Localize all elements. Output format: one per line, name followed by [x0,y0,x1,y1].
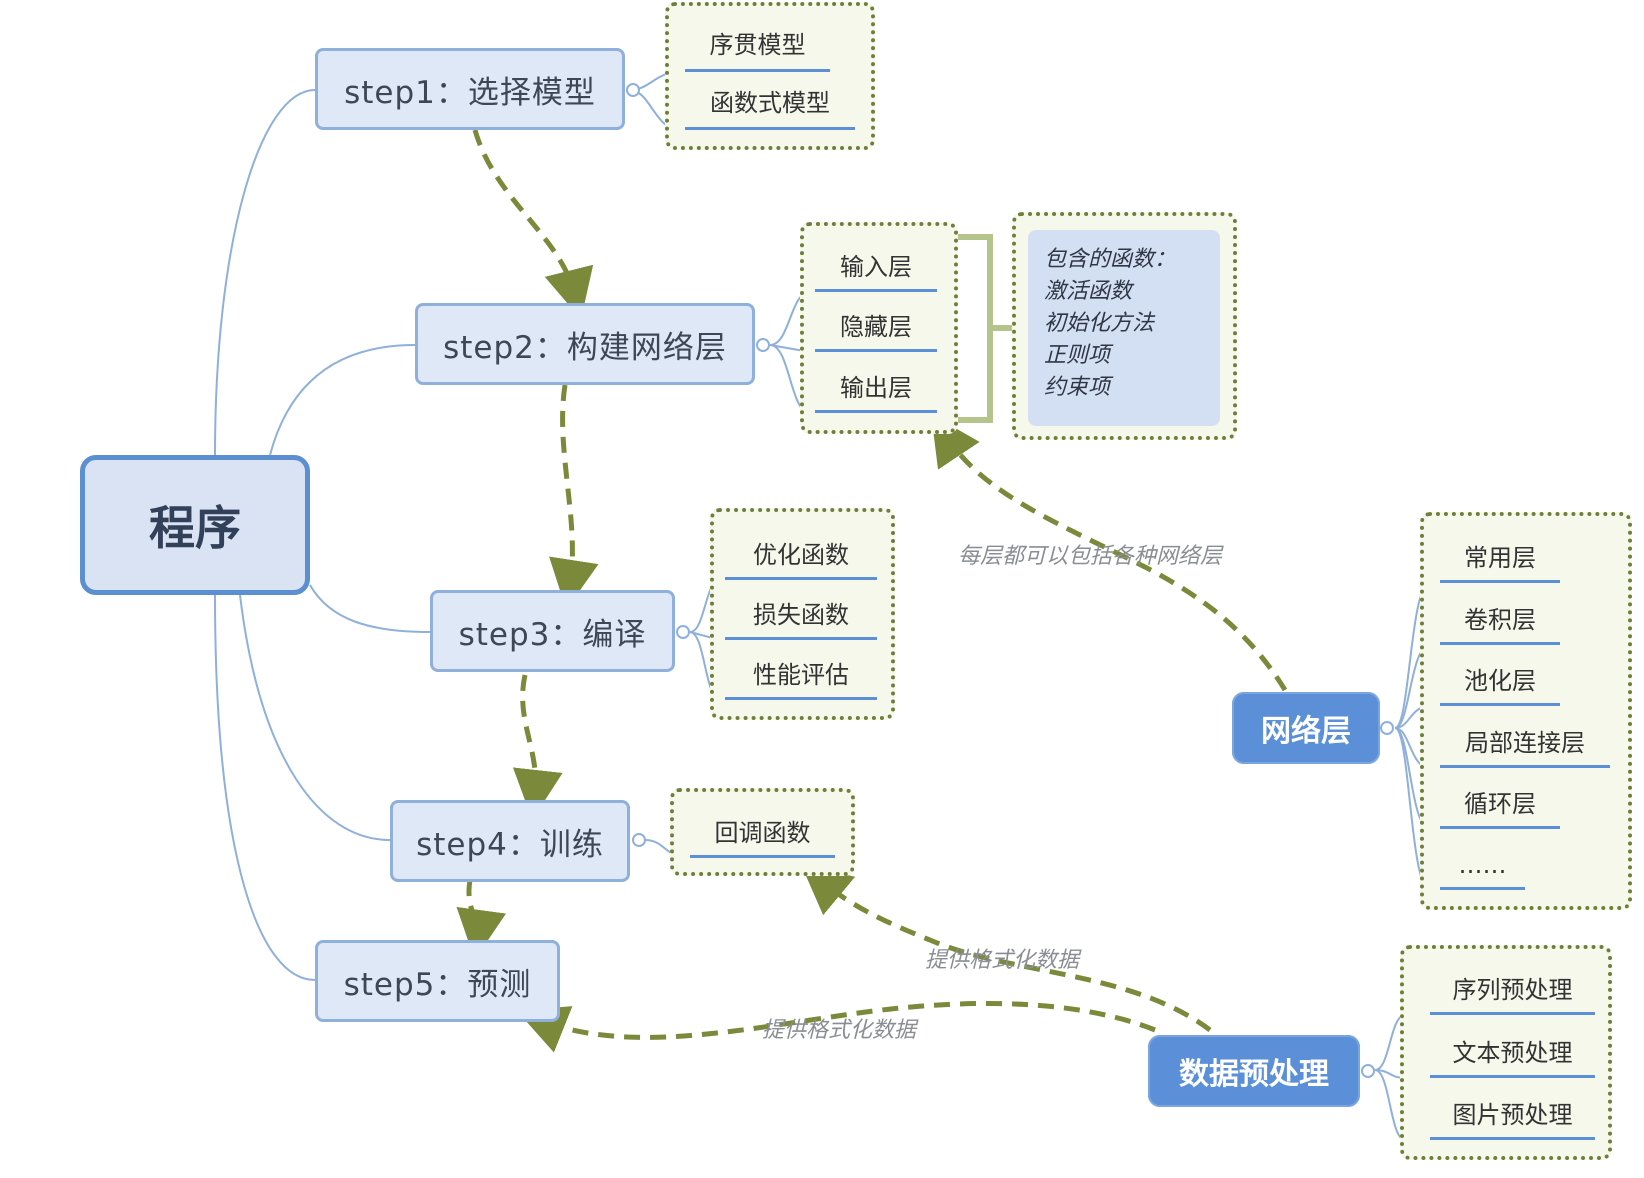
preprocess-to-step4-link-label: 提供格式化数据 [925,948,1080,973]
network-layer-link-label: 每层都可以包括各种网络层 [958,544,1223,569]
leaf-hidden-layer[interactable]: 隐藏层 [815,312,937,352]
step2-node[interactable]: step2：构建网络层 [415,303,755,385]
data-preprocess-label: 数据预处理 [1179,1057,1329,1092]
step5-label: step5：预测 [343,966,532,1003]
step3-collapse-toggle[interactable] [676,625,690,639]
leaf-more-layers[interactable]: …… [1440,850,1525,890]
step4-collapse-toggle[interactable] [632,833,646,847]
note-line-constraint: 约束项 [1044,375,1111,400]
root-node[interactable]: 程序 [80,455,310,595]
step3-label: step3：编译 [458,616,647,653]
preprocess-to-step5-link-label: 提供格式化数据 [762,1018,917,1043]
leaf-conv-layer[interactable]: 卷积层 [1440,605,1560,645]
step3-node[interactable]: step3：编译 [430,590,675,672]
step4-label: step4：训练 [416,826,604,863]
leaf-callbacks[interactable]: 回调函数 [690,818,835,858]
data-preprocess-node[interactable]: 数据预处理 [1148,1035,1360,1107]
leaf-sequence-preprocess[interactable]: 序列预处理 [1430,975,1595,1015]
network-layer-node[interactable]: 网络层 [1232,692,1380,764]
data-preprocess-collapse-toggle[interactable] [1361,1064,1375,1078]
network-layer-collapse-toggle[interactable] [1380,721,1394,735]
network-layer-label: 网络层 [1261,714,1351,749]
leaf-pooling-layer[interactable]: 池化层 [1440,666,1560,706]
root-label: 程序 [149,501,241,555]
step2-collapse-toggle[interactable] [756,338,770,352]
leaf-metrics[interactable]: 性能评估 [725,660,877,700]
note-line-regularizer: 正则项 [1044,343,1111,368]
note-line-title: 包含的函数： [1044,247,1177,272]
step1-children-group [665,2,875,150]
leaf-locally-connected-layer[interactable]: 局部连接层 [1440,728,1610,768]
step1-collapse-toggle[interactable] [626,83,640,97]
step4-children-group [670,788,855,876]
data-preprocess-children-group [1400,945,1612,1160]
step2-children-group [800,222,958,434]
leaf-loss-function[interactable]: 损失函数 [725,600,877,640]
network-layer-children-group [1420,512,1632,910]
leaf-core-layer[interactable]: 常用层 [1440,543,1560,583]
leaf-sequential-model[interactable]: 序贯模型 [685,30,830,72]
step1-label: step1：选择模型 [344,74,596,111]
note-line-initializer: 初始化方法 [1044,311,1155,336]
step5-node[interactable]: step5：预测 [315,940,560,1022]
step1-node[interactable]: step1：选择模型 [315,48,625,130]
leaf-optimizer[interactable]: 优化函数 [725,540,877,580]
leaf-recurrent-layer[interactable]: 循环层 [1440,789,1560,829]
step3-children-group [710,508,895,720]
leaf-functional-model[interactable]: 函数式模型 [685,88,855,130]
step2-functions-note[interactable]: 包含的函数： 激活函数 初始化方法 正则项 约束项 [1028,230,1220,426]
leaf-input-layer[interactable]: 输入层 [815,252,937,292]
leaf-output-layer[interactable]: 输出层 [815,373,937,413]
step4-node[interactable]: step4：训练 [390,800,630,882]
step2-label: step2：构建网络层 [443,329,727,366]
note-line-activation: 激活函数 [1044,279,1133,304]
leaf-text-preprocess[interactable]: 文本预处理 [1430,1038,1595,1078]
leaf-image-preprocess[interactable]: 图片预处理 [1430,1100,1595,1140]
